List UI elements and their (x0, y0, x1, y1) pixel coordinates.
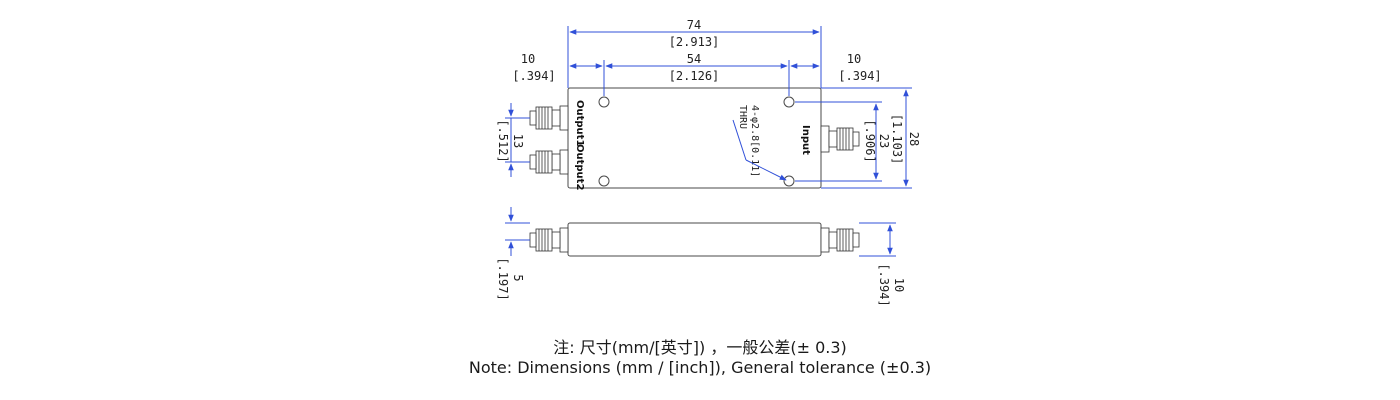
side-view (529, 222, 860, 257)
input-label: Input (800, 125, 811, 155)
thickness-in: [.394] (877, 263, 891, 306)
mounting-hole (598, 175, 610, 187)
hole-callout-leader (732, 119, 747, 161)
overall-length-in: [2.913] (669, 35, 720, 49)
output1-label: Output1 (574, 100, 585, 146)
dimension-text: 74 [2.913] 54 [2.126] 10 [.394] 10 [.394… (496, 18, 921, 307)
height-in: [1.103] (890, 114, 904, 165)
hole-vertical-mm: 23 (877, 134, 891, 148)
height-mm: 28 (907, 132, 921, 146)
dimension-lines (505, 26, 912, 257)
port-pitch-mm: 13 (511, 134, 525, 148)
output2-label: Output2 (574, 144, 585, 190)
side-conn-mm: 5 (511, 274, 525, 281)
thickness-mm: 10 (892, 278, 906, 292)
top-view: Output1 Output2 Input 4-φ2.8[0.11] THRU (529, 87, 860, 190)
input-connector (820, 125, 860, 153)
output1-connector (529, 105, 569, 131)
overall-length-mm: 74 (687, 18, 701, 32)
side-view-body (567, 222, 822, 257)
mounting-hole (783, 96, 795, 108)
side-left-connector (529, 227, 569, 253)
output2-connector (529, 149, 569, 175)
side-right-connector (820, 227, 860, 253)
side-conn-in: [.197] (496, 257, 510, 300)
right-offset-in: [.394] (838, 69, 881, 83)
port-pitch-in: [.512] (496, 119, 510, 162)
note-chinese: 注: 尺寸(mm/[英寸]) ，一般公差(± 0.3) (553, 338, 847, 357)
hole-callout-thru: THRU (737, 105, 748, 129)
hole-spacing-in: [2.126] (669, 69, 720, 83)
mounting-hole (598, 96, 610, 108)
mechanical-drawing: Output1 Output2 Input 4-φ2.8[0.11] THRU (496, 18, 921, 307)
note-english: Note: Dimensions (mm / [inch]), General … (468, 358, 932, 377)
hole-vertical-in: [.906] (863, 119, 877, 162)
left-offset-mm: 10 (521, 52, 535, 66)
hole-callout-text: 4-φ2.8[0.11] (749, 105, 760, 177)
left-offset-in: [.394] (512, 69, 555, 83)
right-offset-mm: 10 (847, 52, 861, 66)
mounting-hole (783, 175, 795, 187)
hole-spacing-mm: 54 (687, 52, 701, 66)
